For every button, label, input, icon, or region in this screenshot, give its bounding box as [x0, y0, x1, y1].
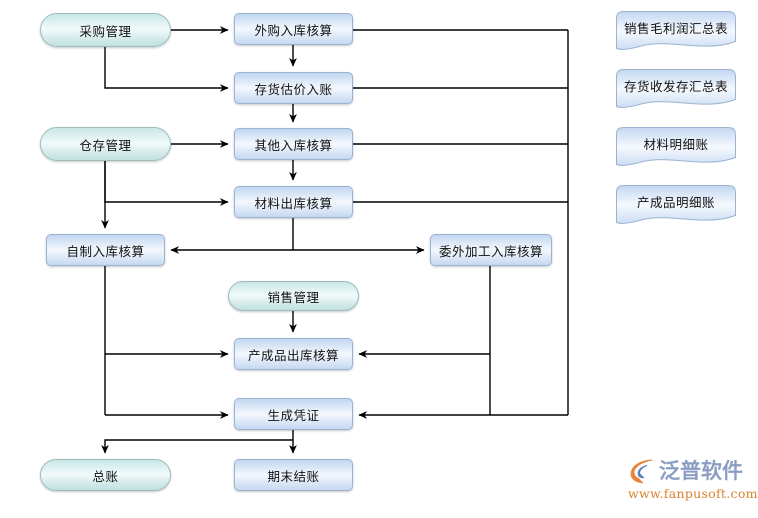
flow-node-n4[interactable]: 仓存管理 — [40, 127, 171, 161]
report-doc-label: 存货收发存汇总表 — [623, 78, 728, 94]
edge-warehouse-to-material-out — [104, 161, 229, 206]
report-doc-label: 材料明细账 — [643, 136, 709, 152]
flow-node-n3[interactable]: 存货估价入账 — [234, 72, 353, 104]
flow-node-n1[interactable]: 采购管理 — [40, 13, 171, 47]
document-shape-icon — [616, 185, 736, 225]
flow-node-n7[interactable]: 自制入库核算 — [46, 234, 165, 266]
watermark-row: 泛普软件 — [628, 455, 753, 487]
flow-node-n8[interactable]: 委外加工入库核算 — [430, 234, 552, 266]
document-shape-icon — [616, 127, 736, 167]
report-doc-r3[interactable]: 材料明细账 — [615, 126, 737, 168]
watermark-brand: 泛普软件 — [659, 459, 743, 483]
flow-node-n10[interactable]: 产成品出库核算 — [234, 338, 353, 370]
report-doc-label: 销售毛利润汇总表 — [623, 20, 728, 36]
flow-node-n5[interactable]: 其他入库核算 — [234, 128, 353, 160]
document-shape-icon — [616, 69, 736, 109]
flow-node-n9[interactable]: 销售管理 — [228, 281, 359, 311]
flow-node-n6[interactable]: 材料出库核算 — [234, 186, 353, 218]
report-doc-label: 产成品明细账 — [636, 194, 715, 210]
document-shape-icon — [616, 11, 736, 51]
edge-voucher-to-ledger — [101, 439, 293, 454]
fanpu-logo-icon — [630, 459, 653, 484]
watermark: 泛普软件 www.fanpusoft.com — [628, 455, 758, 507]
report-doc-r4[interactable]: 产成品明细账 — [615, 184, 737, 226]
flow-node-n2[interactable]: 外购入库核算 — [234, 13, 353, 45]
report-doc-r2[interactable]: 存货收发存汇总表 — [615, 68, 737, 110]
flow-node-n12[interactable]: 总账 — [40, 459, 171, 491]
edge-purchase-to-valuation — [104, 47, 229, 92]
report-doc-r1[interactable]: 销售毛利润汇总表 — [615, 10, 737, 52]
watermark-url: www.fanpusoft.com — [628, 486, 758, 501]
flow-node-n13[interactable]: 期末结账 — [234, 459, 353, 491]
flow-node-n11[interactable]: 生成凭证 — [234, 398, 353, 430]
